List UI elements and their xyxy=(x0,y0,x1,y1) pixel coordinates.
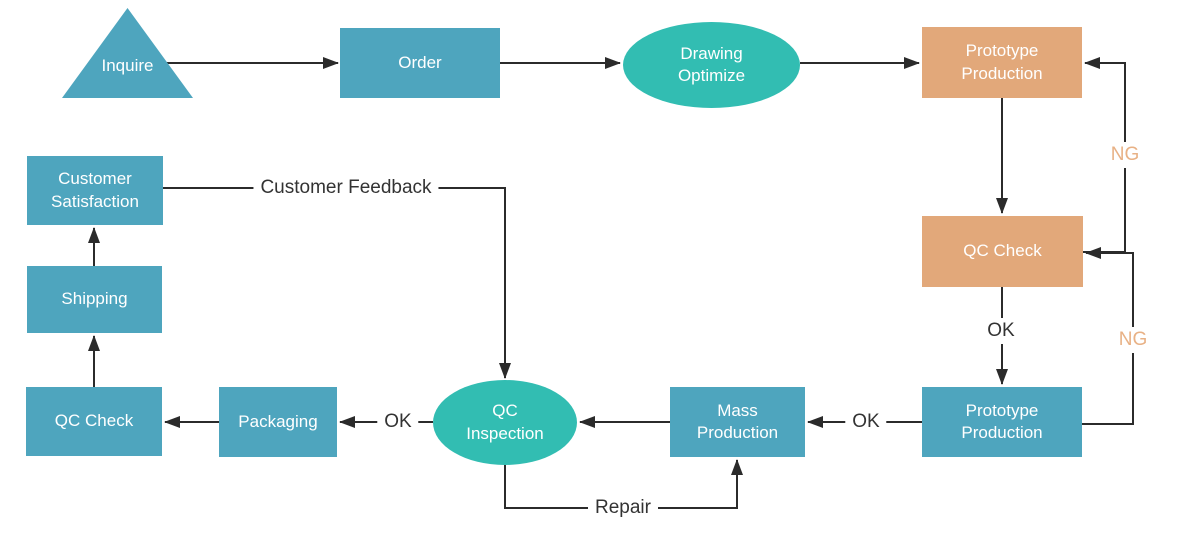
node-prototype-production-bottom: Prototype Production xyxy=(922,387,1082,457)
node-qc-check-left: QC Check xyxy=(26,387,162,456)
node-drawing-optimize: Drawing Optimize xyxy=(623,22,800,108)
edge-customer-feedback-inspection xyxy=(163,187,511,379)
edge-label-ng-bottom: NG xyxy=(1111,327,1155,353)
node-shipping: Shipping xyxy=(27,266,162,333)
node-prototype-production-top: Prototype Production xyxy=(922,27,1082,98)
edge-label-ng-top: NG xyxy=(1103,142,1147,168)
node-order: Order xyxy=(340,28,500,98)
edge-label-repair: Repair xyxy=(588,495,658,521)
edge-label-ok-qc-to-prototype: OK xyxy=(980,318,1022,344)
node-inquire: Inquire xyxy=(62,8,193,98)
node-customer-satisfaction: Customer Satisfaction xyxy=(27,156,163,225)
triangle-shape xyxy=(62,8,193,98)
edge-label-customer-feedback: Customer Feedback xyxy=(253,175,439,201)
edge-label-ok-prototype-to-mass: OK xyxy=(845,409,887,435)
edge-label-ok-inspection-to-packaging: OK xyxy=(377,409,419,435)
node-qc-inspection: QC Inspection xyxy=(433,380,577,465)
node-qc-check-right: QC Check xyxy=(922,216,1083,287)
node-mass-production: Mass Production xyxy=(670,387,805,457)
node-packaging: Packaging xyxy=(219,387,337,457)
node-inquire-label: Inquire xyxy=(101,56,154,75)
